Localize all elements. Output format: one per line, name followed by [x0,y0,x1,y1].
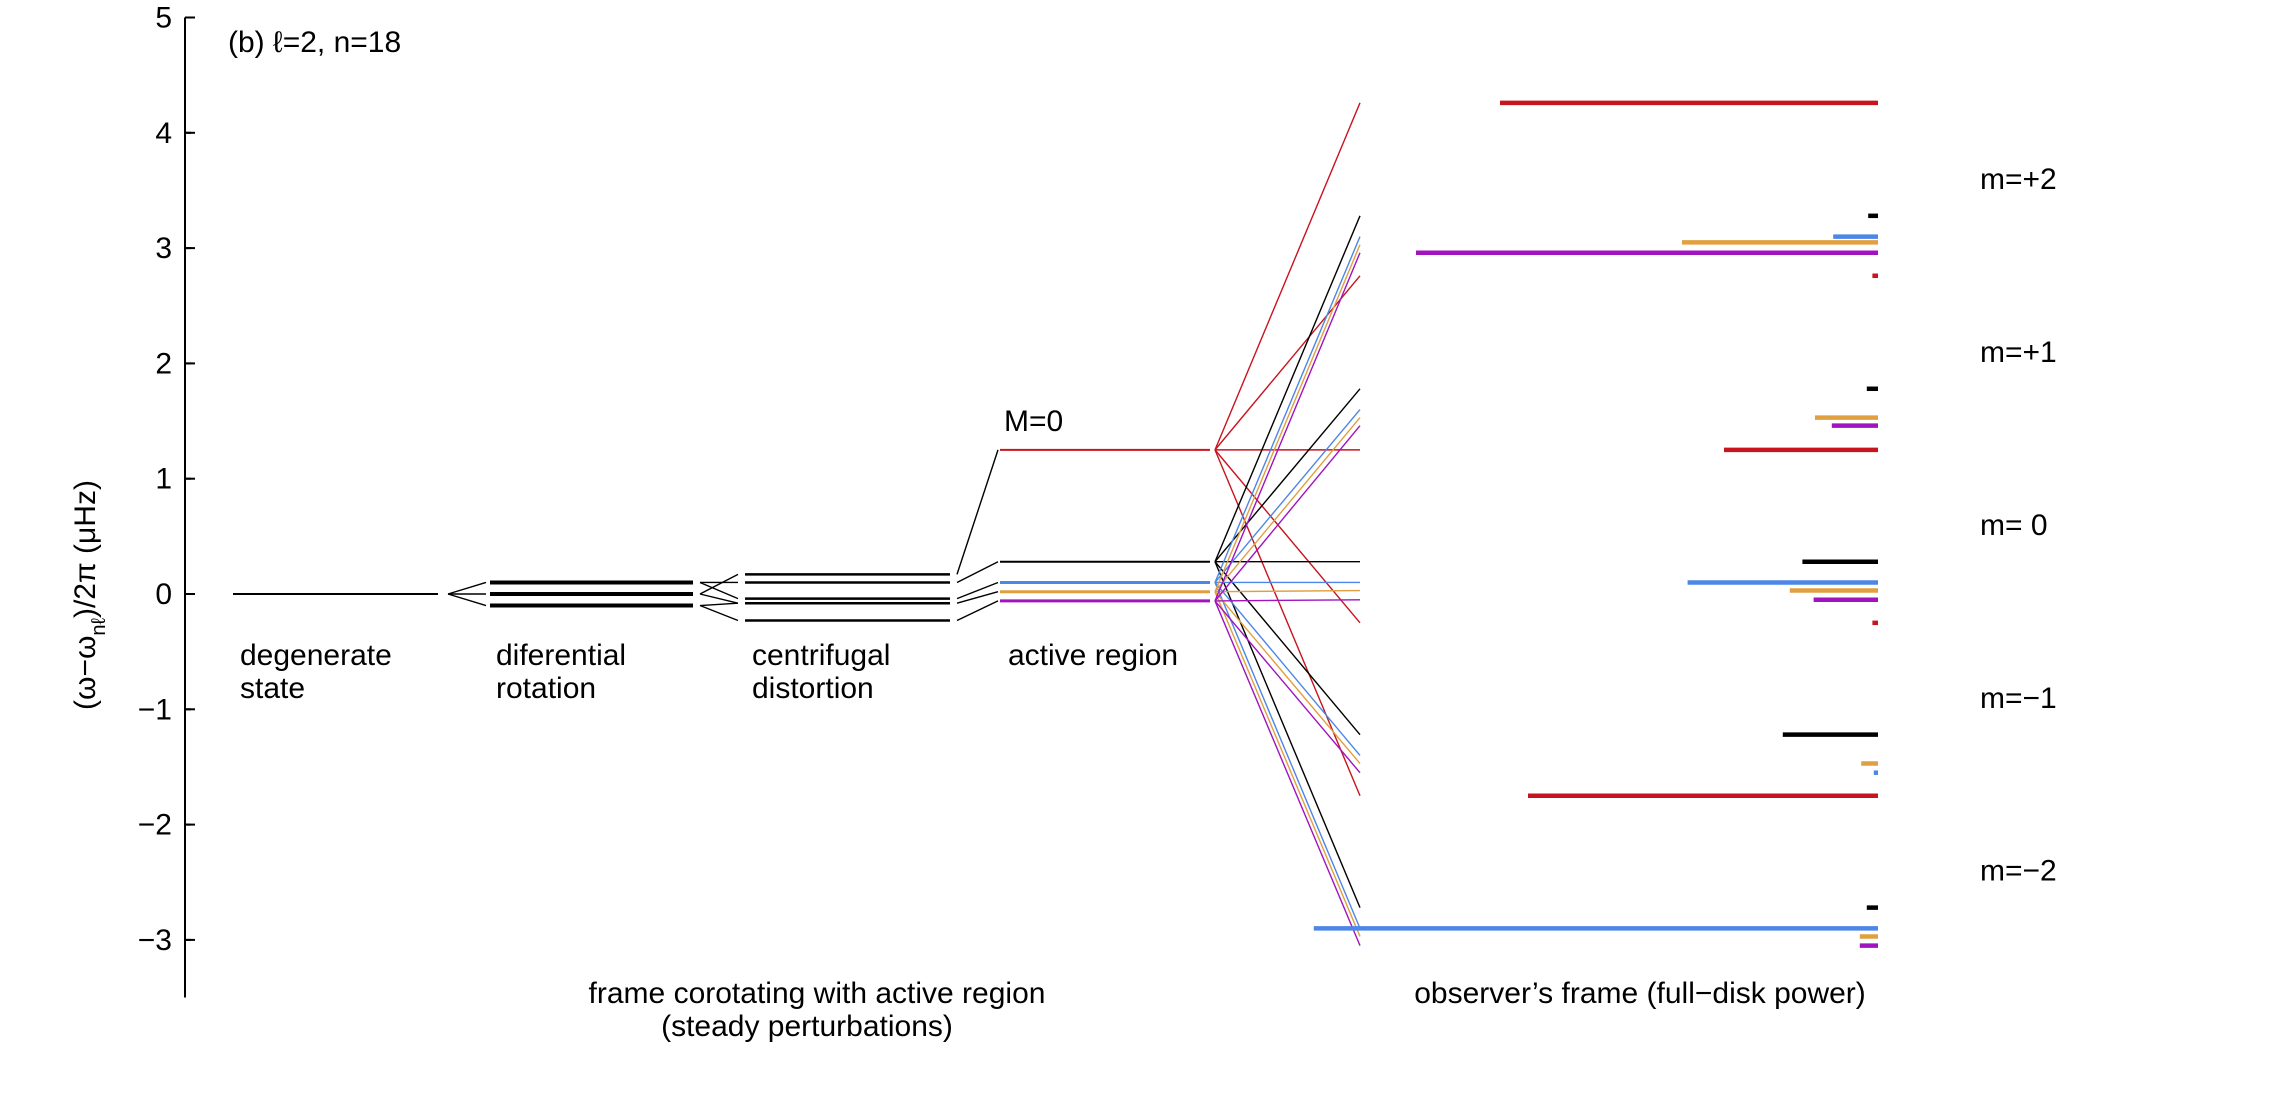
connector-line [699,581,739,600]
connector-line [699,593,739,604]
m-label: m=−1 [1980,682,2057,715]
fan-line [1214,561,1361,736]
stage-label: centrifugal [752,639,890,672]
observer-power-bars [1313,100,1878,948]
fan-line [1214,215,1361,562]
fan-line [1214,417,1361,593]
fan-line [1214,561,1361,908]
y-axis-label-tail: )/2π (μHz) [69,480,102,618]
fan-line [1214,582,1361,929]
frequency-fan-lines [1214,102,1361,946]
y-axis: −3 −2 −1 0 1 2 3 4 5 [138,2,195,998]
fan-line [1214,244,1361,592]
stage-label: degenerate [240,639,392,672]
stage-label: rotation [496,672,596,705]
y-axis-label-subscript: nℓ [88,617,110,635]
y-tick-label: 3 [155,232,172,265]
y-tick-label: −3 [138,924,172,957]
fan-line [1214,599,1361,602]
fan-line [1214,449,1361,624]
fan-line [1214,425,1361,602]
fan-line [1214,236,1361,583]
connector-line [956,561,999,584]
fan-line [1214,275,1361,451]
fan-line [1214,252,1361,602]
fan-line [1214,449,1361,797]
y-tick-label: −1 [138,693,172,726]
m-label: m=+2 [1980,163,2057,196]
m-label: m=+1 [1980,336,2057,369]
connector-line [447,581,487,595]
y-tick-label: 2 [155,347,172,380]
m0-label: M=0 [1004,405,1063,438]
y-tick-label: −2 [138,809,172,842]
m-labels: m=+2 m=+1 m= 0 m=−1 m=−2 [1980,163,2057,888]
connector-line [699,602,739,607]
stage-label: diferential [496,639,626,672]
fan-line [1214,102,1361,451]
connector-line [956,591,999,604]
fan-line [1214,591,1361,764]
m-label: m= 0 [1980,509,2048,542]
y-axis-ticks: −3 −2 −1 0 1 2 3 4 5 [138,2,195,957]
fan-line [1214,409,1361,583]
connector-line [447,593,487,607]
corotating-frame-label-line1: frame corotating with active region [589,977,1046,1010]
fan-line [1214,589,1361,593]
stage-label: active region [1008,639,1178,672]
panel-label: (b) ℓ=2, n=18 [228,26,401,59]
corotating-frame-label-line2: (steady perturbations) [661,1010,953,1043]
fan-line [1214,582,1361,756]
y-axis-label-main: (ω−ω [69,636,102,710]
observer-frame-label: observer’s frame (full−disk power) [1414,977,1866,1010]
stage-label: distortion [752,672,874,705]
fan-line [1214,600,1361,946]
connector-line [956,581,999,600]
y-tick-label: 0 [155,578,172,611]
connector-line [956,600,999,622]
fan-line [1214,600,1361,774]
stage-label: state [240,672,305,705]
connector-line [699,573,739,595]
connector-line [699,604,739,622]
y-axis-label: (ω−ωnℓ)/2π (μHz) [69,480,110,710]
fan-line [1214,591,1361,937]
connector-line [956,449,999,575]
m-label: m=−2 [1980,855,2057,888]
y-tick-label: 5 [155,2,172,35]
y-tick-label: 1 [155,463,172,496]
y-tick-label: 4 [155,117,172,150]
